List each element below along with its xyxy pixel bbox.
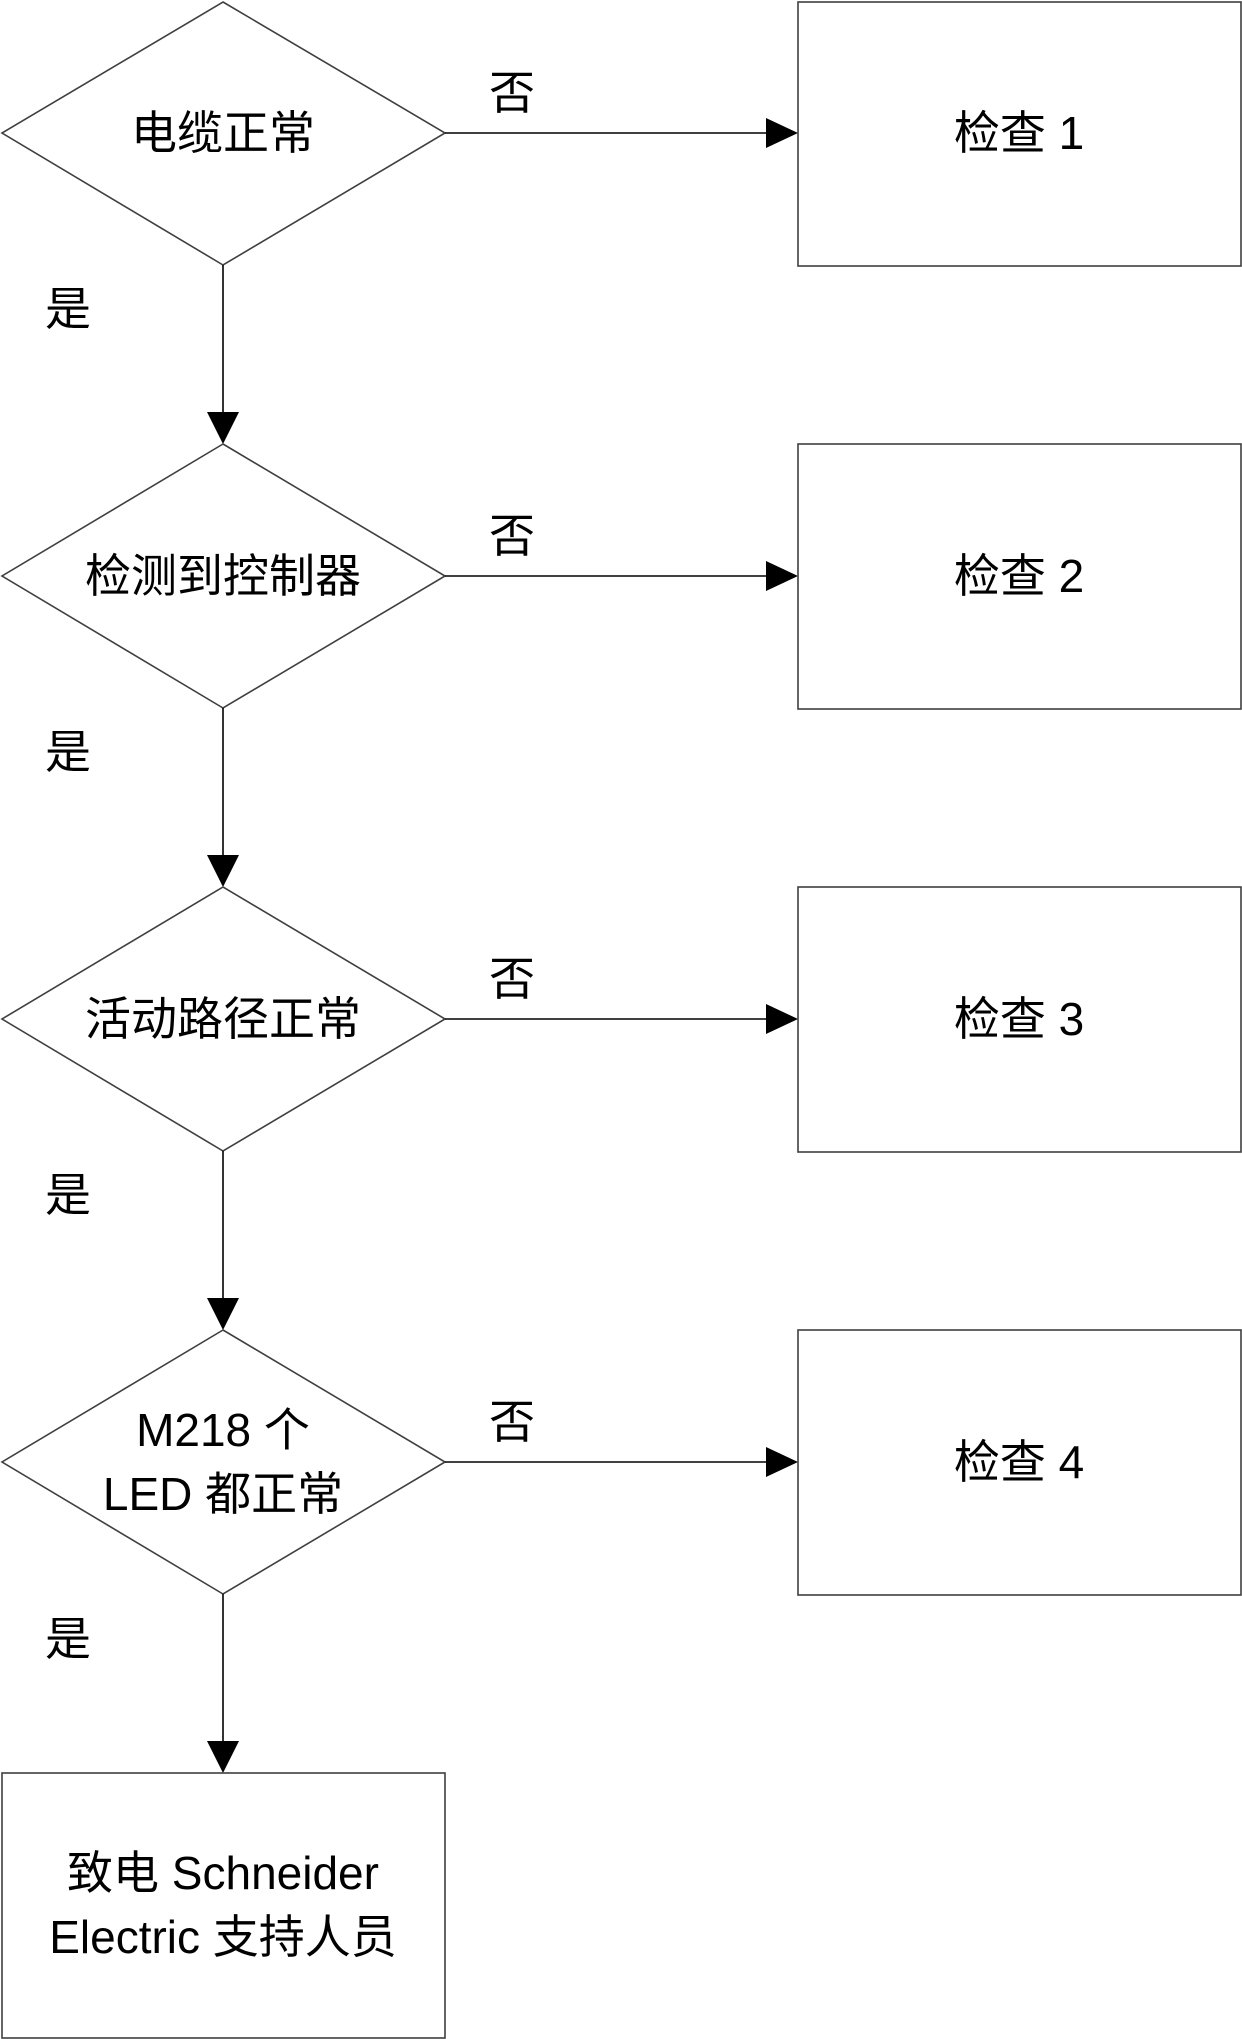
decision-label: 活动路径正常 bbox=[85, 993, 361, 1045]
yes-label: 是 bbox=[45, 1613, 91, 1665]
no-edge-3: 否 bbox=[445, 953, 798, 1034]
yes-label: 是 bbox=[45, 726, 91, 778]
check-box-4: 检查 4 bbox=[797, 1329, 1242, 1596]
no-edge-2: 否 bbox=[445, 510, 798, 591]
check-label: 检查 4 bbox=[954, 1436, 1084, 1488]
check-label: 检查 3 bbox=[954, 993, 1084, 1045]
check-box-3: 检查 3 bbox=[797, 886, 1242, 1153]
check-box-2: 检查 2 bbox=[797, 443, 1242, 710]
no-label: 否 bbox=[489, 953, 535, 1005]
arrow-head bbox=[207, 855, 239, 887]
final-label-line-1: 致电 Schneider bbox=[67, 1847, 379, 1899]
decision-node-controller-detected: 检测到控制器 bbox=[0, 443, 447, 709]
decision-label: 检测到控制器 bbox=[85, 550, 361, 602]
decision-label-line-2: LED 都正常 bbox=[103, 1468, 343, 1520]
check-label: 检查 1 bbox=[954, 107, 1084, 159]
arrow-head bbox=[766, 561, 798, 591]
arrow-head bbox=[766, 118, 798, 148]
yes-edge-2: 是 bbox=[45, 708, 239, 887]
no-label: 否 bbox=[489, 510, 535, 562]
yes-edge-4: 是 bbox=[45, 1594, 239, 1773]
no-edge-4: 否 bbox=[445, 1396, 798, 1477]
yes-label: 是 bbox=[45, 1169, 91, 1221]
final-label-line-2: Electric 支持人员 bbox=[49, 1911, 397, 1963]
decision-node-cable: 电缆正常 bbox=[0, 1, 447, 266]
arrow-head bbox=[207, 1741, 239, 1773]
arrow-head bbox=[207, 1298, 239, 1330]
decision-label-line-1: M218 个 bbox=[136, 1404, 310, 1456]
yes-edge-1: 是 bbox=[45, 265, 239, 444]
decision-node-active-path: 活动路径正常 bbox=[0, 886, 447, 1152]
final-contact-support-box: 致电 Schneider Electric 支持人员 bbox=[1, 1772, 446, 2039]
no-label: 否 bbox=[489, 1396, 535, 1448]
yes-label: 是 bbox=[45, 283, 91, 335]
no-label: 否 bbox=[489, 67, 535, 119]
arrow-head bbox=[766, 1447, 798, 1477]
check-box-1: 检查 1 bbox=[797, 1, 1242, 267]
decision-node-led-status: M218 个 LED 都正常 bbox=[0, 1329, 447, 1595]
no-edge-1: 否 bbox=[445, 67, 798, 148]
arrow-head bbox=[207, 412, 239, 444]
arrow-head bbox=[766, 1004, 798, 1034]
check-label: 检查 2 bbox=[954, 550, 1084, 602]
yes-edge-3: 是 bbox=[45, 1151, 239, 1330]
decision-label: 电缆正常 bbox=[131, 107, 315, 159]
